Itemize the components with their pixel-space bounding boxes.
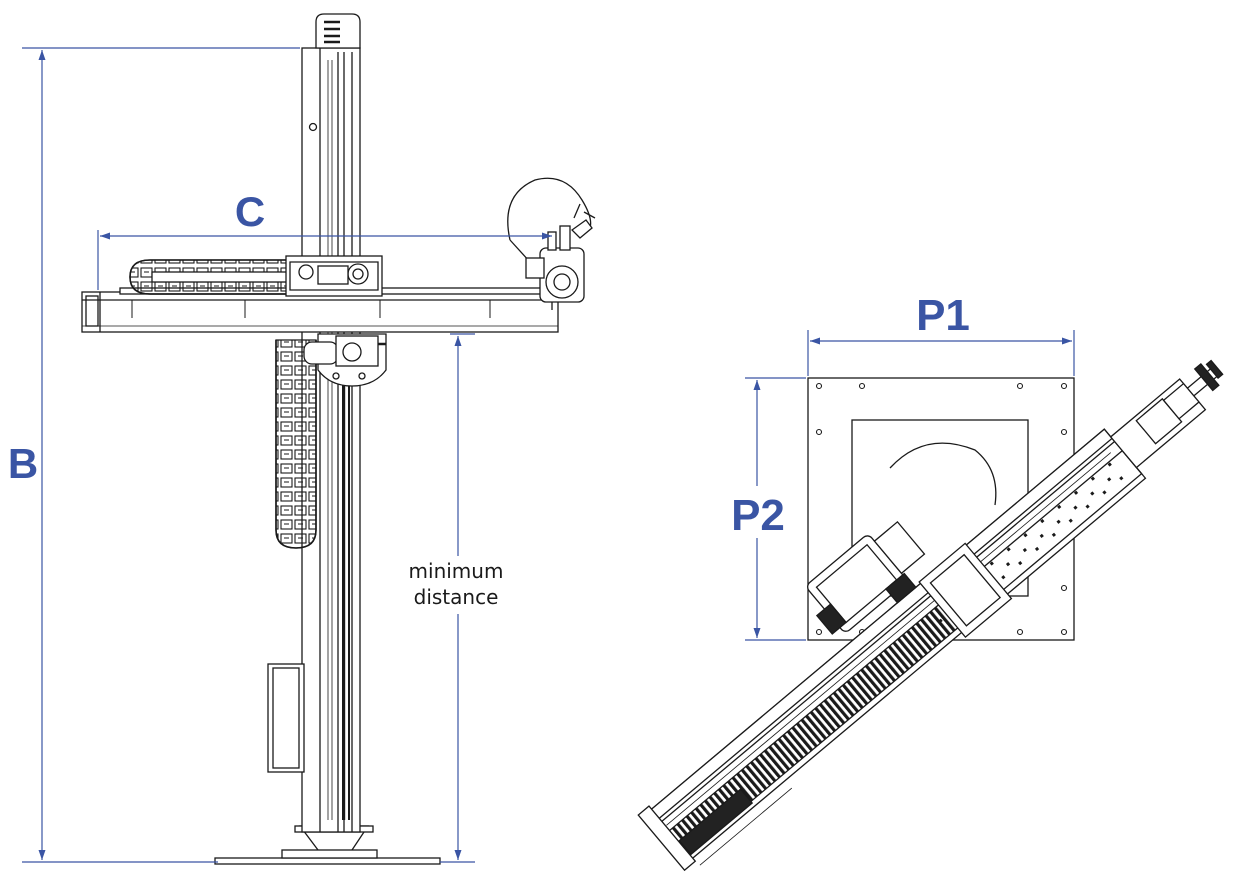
electrical-box [267,663,305,773]
column-top-cap [315,13,361,49]
horizontal-cable-chain [129,259,311,295]
top-boom-assembly [637,359,1224,872]
boom-arm [81,287,561,333]
boom-drive-motor [303,333,387,387]
dimension-p2-label: P2 [731,491,785,540]
dimension-b-label: B [8,440,38,487]
dimension-c-label: C [235,188,265,235]
welding-torch-head [507,177,596,310]
side-view [81,13,596,865]
column-carriage [285,255,383,297]
minimum-distance-label-line1: minimum [409,559,504,583]
vertical-cable-chain [275,339,317,549]
dimension-p1-label: P1 [916,291,970,340]
top-view [637,359,1224,872]
minimum-distance-label-line2: distance [414,585,499,609]
